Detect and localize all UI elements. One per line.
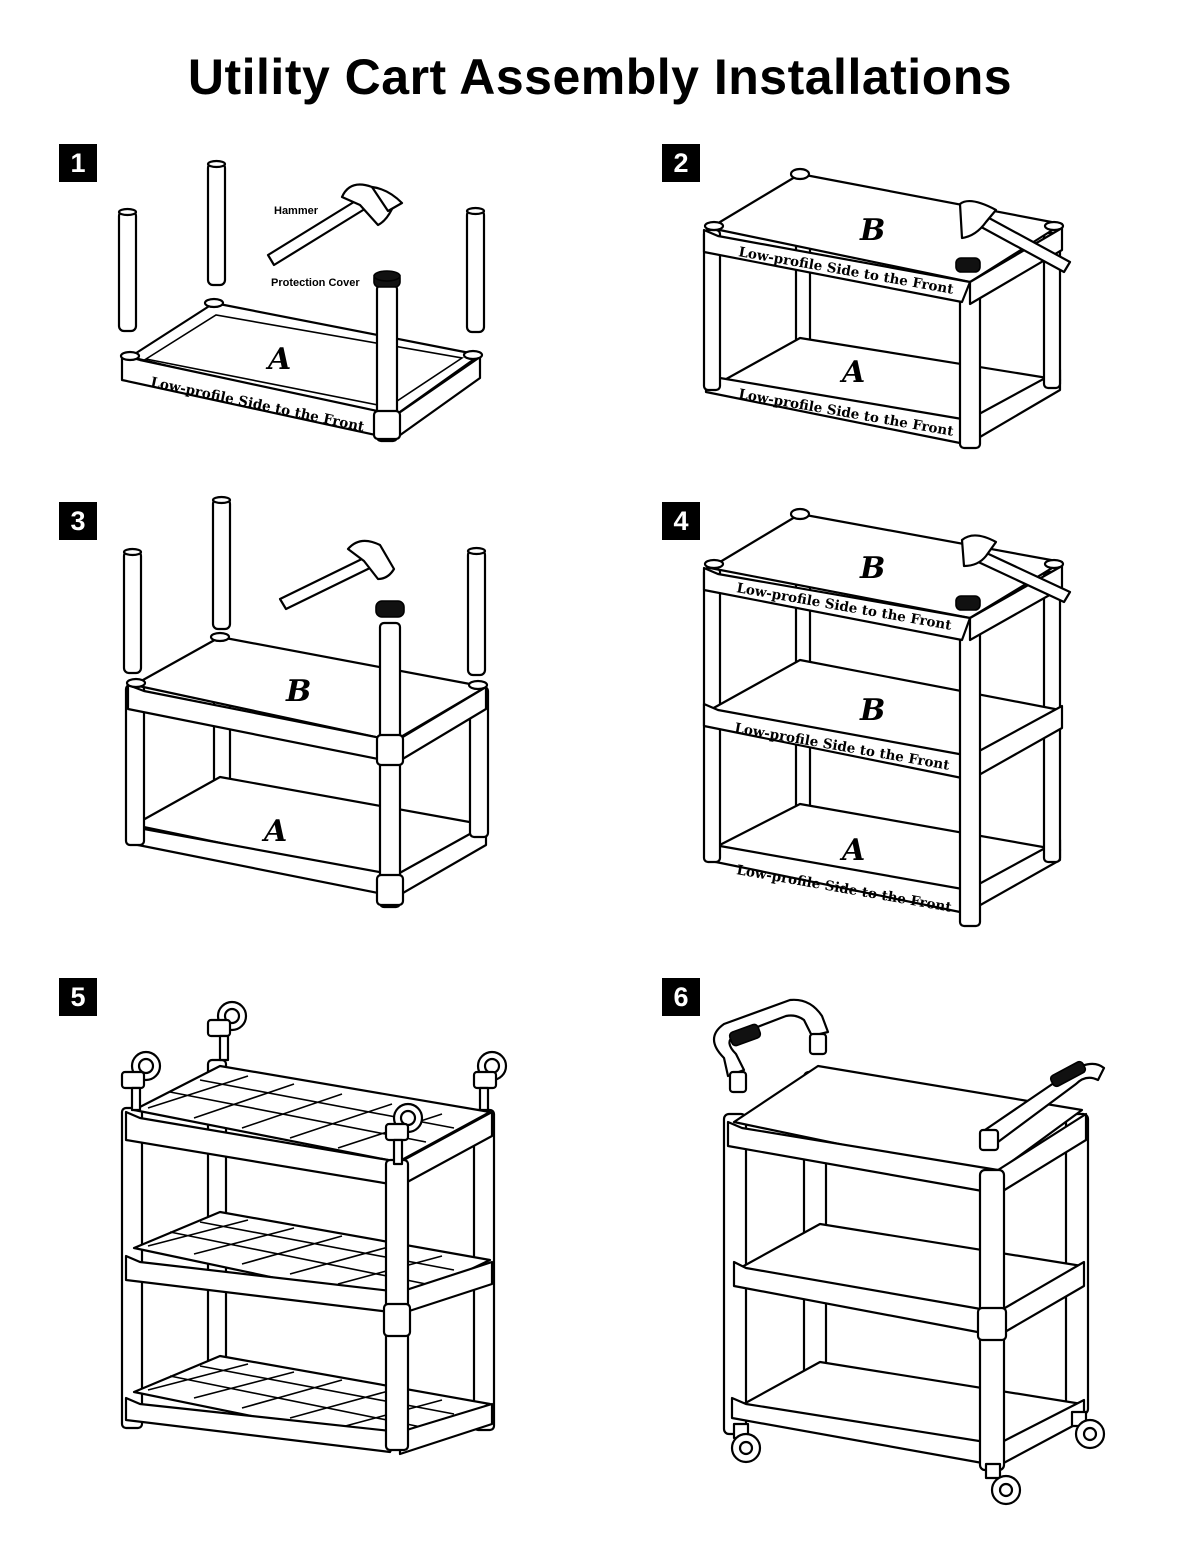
- shelf-letter: A: [839, 355, 865, 390]
- step-2-badge: 2: [662, 144, 700, 182]
- hammer-icon: [280, 541, 394, 609]
- step-6-badge: 6: [662, 978, 700, 1016]
- caster-wheel-icon: [208, 1002, 246, 1060]
- caster-wheel-icon: [386, 1104, 422, 1164]
- post-installed-icon: [374, 285, 400, 441]
- loose-post-icon: [124, 549, 141, 673]
- cart-frame: [704, 509, 1063, 926]
- loose-post-icon: [467, 208, 484, 332]
- hammer-label: Hammer: [274, 205, 319, 217]
- loose-post-icon: [119, 209, 136, 331]
- protection-cover-icon: [956, 258, 980, 272]
- loose-post-icon: [468, 548, 485, 675]
- cart-frame: [704, 169, 1063, 448]
- post-installed-icon: [377, 623, 403, 907]
- hammer-icon: [268, 185, 402, 265]
- protection-cover-icon: [376, 601, 404, 617]
- step-6-illustration: [700, 994, 1110, 1514]
- shelf-letter: A: [839, 833, 865, 868]
- protection-cover-icon: [374, 271, 400, 287]
- shelf-letter: A: [261, 814, 287, 849]
- hammer-icon: [960, 201, 1070, 272]
- cart-frame: [724, 1066, 1088, 1470]
- shelf-letter: B: [859, 551, 885, 586]
- shelf-letter: A: [265, 342, 291, 377]
- cart-frame: [122, 1060, 494, 1454]
- caster-wheel-icon: [1072, 1412, 1104, 1448]
- caster-wheel-icon: [474, 1052, 506, 1110]
- step-4-badge: 4: [662, 502, 700, 540]
- step-4-illustration: B Low-profile Side to the Front B Low-pr…: [700, 500, 1080, 940]
- step-5-illustration: [110, 1000, 510, 1460]
- cart-frame: [126, 633, 488, 897]
- shelf-letter: B: [285, 674, 311, 709]
- step-3-badge: 3: [59, 502, 97, 540]
- shelf-letter: B: [859, 213, 885, 248]
- step-5-badge: 5: [59, 978, 97, 1016]
- step-2-illustration: B Low-profile Side to the Front A Low-pr…: [700, 158, 1080, 458]
- step-3-illustration: B A: [110, 495, 510, 915]
- caster-wheel-icon: [986, 1464, 1020, 1504]
- protection-cover-icon: [956, 596, 980, 610]
- caster-wheel-icon: [122, 1052, 160, 1110]
- protection-cover-label: Protection Cover: [271, 277, 360, 289]
- handle-icon: [980, 1060, 1104, 1150]
- handle-icon: [714, 1000, 828, 1092]
- loose-post-icon: [208, 161, 225, 285]
- loose-post-icon: [213, 497, 230, 629]
- step-1-badge: 1: [59, 144, 97, 182]
- step-1-illustration: Hammer Protection Cover A Low-profile Si…: [110, 155, 510, 455]
- hammer-icon: [962, 535, 1070, 602]
- page-title: Utility Cart Assembly Installations: [187, 49, 1013, 105]
- shelf-letter: B: [859, 693, 885, 728]
- caster-wheel-icon: [732, 1424, 760, 1462]
